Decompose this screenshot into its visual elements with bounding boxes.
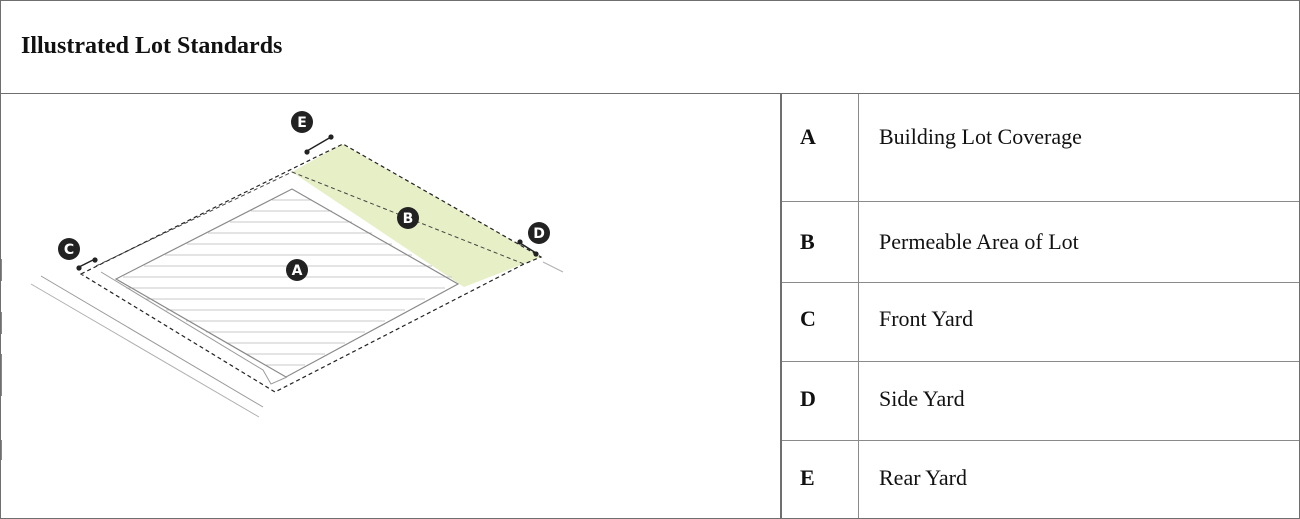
lot-diagram: A B C D E [30,111,564,418]
front-setback [100,271,288,385]
legend-row: E Rear Yard [782,441,1299,518]
lot-line [79,143,543,393]
marker-b: B [397,207,419,229]
marker-e-text: E [297,115,307,131]
legend-label: Side Yard [879,386,965,411]
dimension-d [517,239,539,257]
legend-letter: B [800,229,815,254]
dimension-c [76,257,98,271]
street-line [542,261,564,273]
marker-c-text: C [64,242,74,258]
legend-label: Front Yard [879,306,974,331]
legend-letter-cell: B [782,202,859,282]
marker-a: A [286,259,308,281]
legend-label: Building Lot Coverage [879,124,1082,149]
legend-row: A Building Lot Coverage [782,94,1299,202]
legend-letter: A [800,124,816,149]
marker-d: D [528,222,550,244]
column-divider [780,94,782,518]
legend-label: Permeable Area of Lot [879,229,1079,254]
building-envelope [114,188,460,378]
legend-letter: E [800,465,815,490]
legend-letter-cell: C [782,283,859,361]
building-hatch-lines [123,199,452,366]
street-line [40,275,264,408]
legend-label: Rear Yard [879,465,967,490]
edge-tick [1,312,2,334]
legend-table: A Building Lot Coverage B Permeable Area… [782,94,1299,518]
legend-letter-cell: D [782,362,859,440]
diagram-cell: A B C D E [1,94,780,518]
marker-b-text: B [403,211,414,227]
legend-letter-cell: E [782,441,859,518]
dimension-e [304,134,334,155]
street-line [30,283,260,418]
legend-row: C Front Yard [782,283,1299,362]
edge-tick [1,440,2,460]
marker-c: C [58,238,80,260]
legend-row: D Side Yard [782,362,1299,441]
table-title: Illustrated Lot Standards [21,33,283,59]
side-dash [95,171,293,267]
table-header: Illustrated Lot Standards [1,1,1299,94]
legend-letter: C [800,306,816,331]
marker-a-text: A [292,263,303,279]
marker-d-text: D [533,226,545,242]
legend-letter: D [800,386,816,411]
legend-row: B Permeable Area of Lot [782,202,1299,283]
edge-tick [1,354,2,396]
legend-letter-cell: A [782,94,859,201]
edge-tick [1,259,2,281]
marker-e: E [291,111,313,133]
